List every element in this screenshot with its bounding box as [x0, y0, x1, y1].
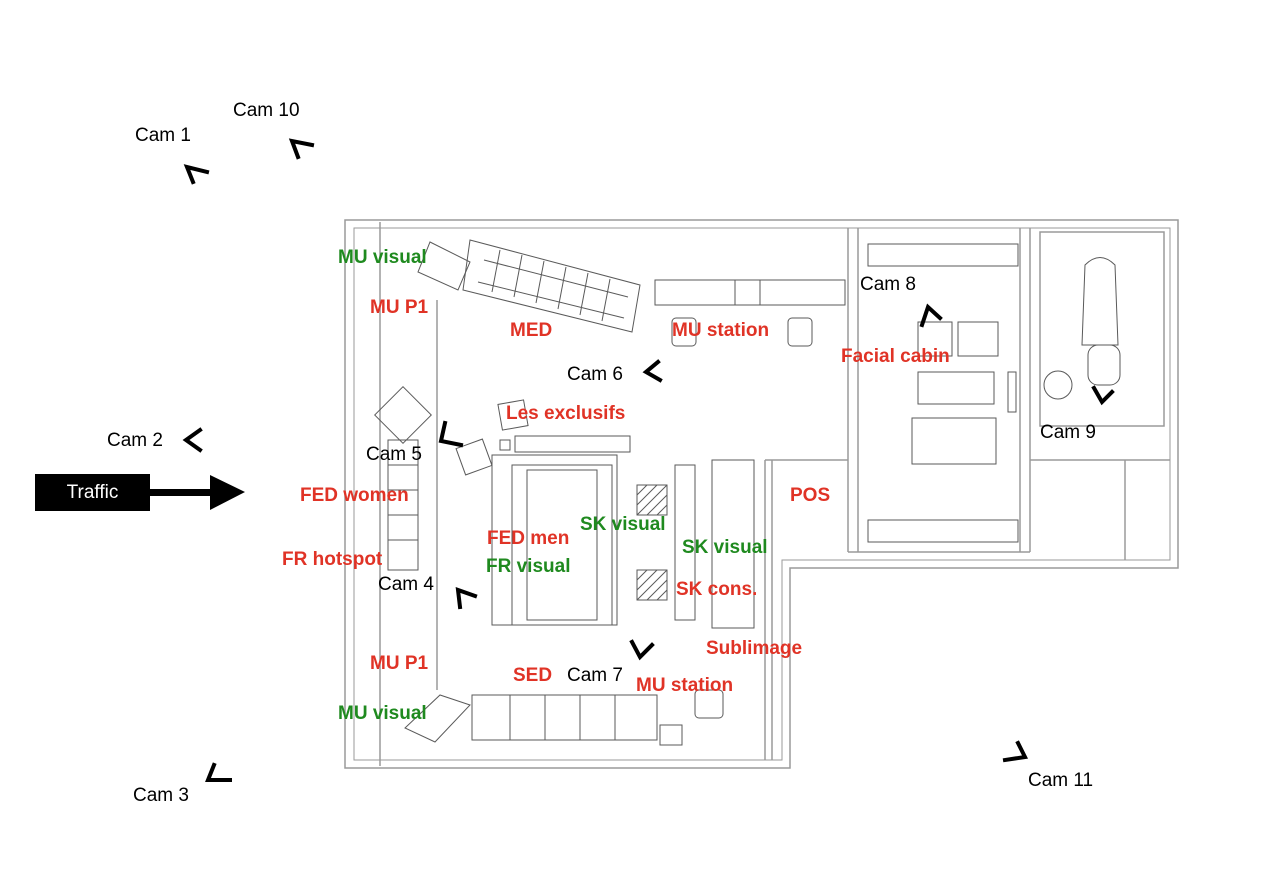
cam9-chevron-icon	[1091, 385, 1115, 406]
cam7-chevron-icon	[629, 639, 655, 661]
cam7-label: Cam 7	[567, 665, 623, 686]
zone-mu-visual-top: MU visual	[338, 247, 427, 268]
traffic-arrow	[150, 475, 245, 510]
cam1-chevron-icon	[183, 164, 210, 185]
cam10-label: Cam 10	[233, 100, 300, 121]
zone-mu-p1-bottom: MU P1	[370, 653, 429, 674]
zone-facial-cabin: Facial cabin	[841, 346, 950, 367]
cam4-label: Cam 4	[378, 574, 434, 595]
zone-fr-visual: FR visual	[486, 556, 571, 577]
cam3-chevron-icon	[205, 762, 232, 782]
zone-mu-visual-bottom: MU visual	[338, 703, 427, 724]
cam6-label: Cam 6	[567, 364, 623, 385]
zone-fed-men: FED men	[487, 528, 570, 549]
cam11-chevron-icon	[1002, 740, 1029, 763]
zone-sk-cons: SK cons.	[676, 579, 758, 600]
cam1-label: Cam 1	[135, 125, 191, 146]
zone-les-exclusifs: Les exclusifs	[506, 403, 626, 424]
outer-wall	[344, 219, 1179, 769]
fixtures	[374, 239, 1121, 746]
zone-sk-visual-2: SK visual	[682, 537, 768, 558]
cam10-chevron-icon	[288, 138, 315, 160]
cam8-chevron-icon	[919, 303, 943, 328]
zone-fr-hotspot: FR hotspot	[282, 549, 383, 570]
cam5-label: Cam 5	[366, 444, 422, 465]
zone-sk-visual-1: SK visual	[580, 514, 666, 535]
cam6-chevron-icon	[642, 359, 663, 383]
zone-sed: SED	[513, 665, 553, 686]
cam3-label: Cam 3	[133, 785, 189, 806]
cam11-label: Cam 11	[1028, 770, 1094, 791]
cam8-label: Cam 8	[860, 274, 916, 295]
cam9-label: Cam 9	[1040, 422, 1096, 443]
zone-mu-p1-top: MU P1	[370, 297, 429, 318]
cam2-chevron-icon	[182, 427, 203, 453]
camera-markers	[182, 138, 1115, 782]
traffic-label: Traffic	[35, 474, 150, 511]
outer-wall-inner	[353, 227, 1171, 761]
zone-sublimage: Sublimage	[706, 638, 803, 659]
cam2-label: Cam 2	[107, 430, 163, 451]
cam5-chevron-icon	[438, 420, 464, 448]
zone-fed-women: FED women	[300, 485, 409, 506]
zone-mu-station-bottom: MU station	[636, 675, 734, 696]
zone-pos: POS	[790, 485, 831, 506]
cam4-chevron-icon	[455, 587, 478, 610]
zone-med: MED	[510, 320, 553, 341]
zone-mu-station-top: MU station	[672, 320, 770, 341]
walls	[344, 219, 1179, 769]
